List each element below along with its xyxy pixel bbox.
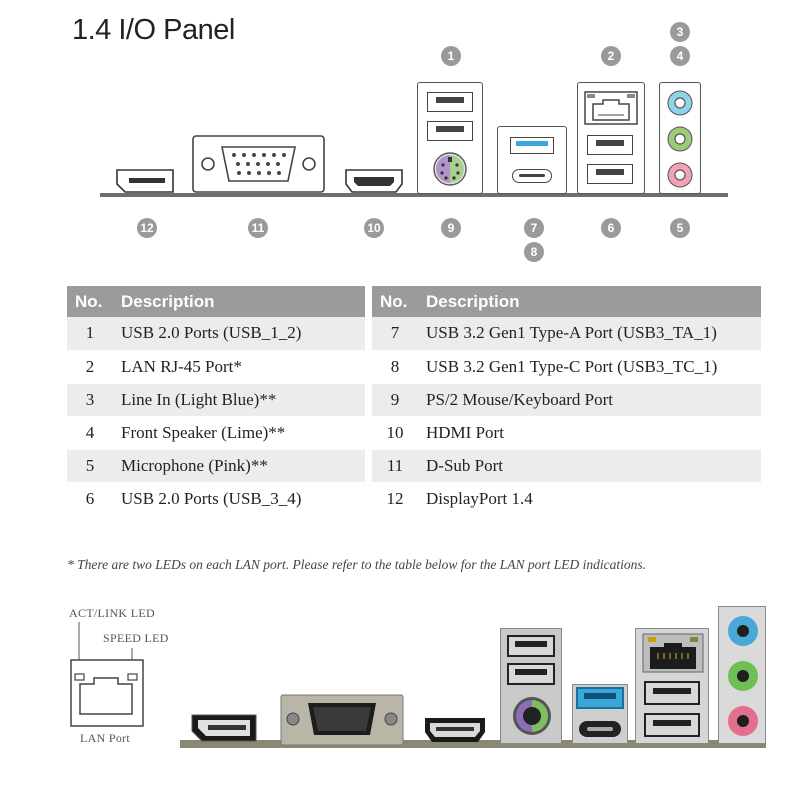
pcb-edge bbox=[180, 740, 766, 748]
usb3-stack bbox=[497, 126, 567, 194]
act-link-led-label: ACT/LINK LED bbox=[69, 606, 155, 620]
callout-6: 6 bbox=[601, 218, 621, 238]
cell-no: 5 bbox=[67, 449, 113, 483]
cell-no: 1 bbox=[67, 317, 113, 351]
footnote: * There are two LEDs on each LAN port. P… bbox=[67, 557, 646, 572]
cell-no: 10 bbox=[372, 416, 418, 450]
usb-2-port-icon bbox=[427, 121, 473, 141]
ps2-port-icon bbox=[433, 152, 467, 186]
callout-12: 12 bbox=[137, 218, 157, 238]
audio-jacks bbox=[659, 82, 701, 194]
callout-1: 1 bbox=[441, 46, 461, 66]
lan-port-icon bbox=[584, 91, 638, 125]
lan-port-caption: LAN Port bbox=[80, 731, 131, 745]
callout-8: 8 bbox=[524, 242, 544, 262]
usb-2-port-icon bbox=[644, 713, 700, 737]
displayport-icon bbox=[191, 714, 257, 742]
cell-no: 11 bbox=[372, 449, 418, 483]
column-header-no: No. bbox=[67, 286, 113, 317]
cell-description: DisplayPort 1.4 bbox=[418, 482, 761, 516]
displayport-icon bbox=[116, 169, 174, 193]
dsub-port-icon bbox=[280, 694, 404, 746]
cell-no: 7 bbox=[372, 317, 418, 351]
cell-no: 12 bbox=[372, 482, 418, 516]
usb-type-c-port-icon bbox=[579, 721, 621, 737]
audio-jacks bbox=[718, 606, 766, 744]
usb3-stack bbox=[572, 684, 628, 744]
cell-no: 2 bbox=[67, 350, 113, 384]
column-header-no: No. bbox=[372, 286, 418, 317]
usb-ps2-stack bbox=[417, 82, 483, 194]
hdmi-port-icon bbox=[425, 718, 485, 742]
usb3-type-a-port-icon bbox=[510, 137, 554, 154]
hdmi-port-icon bbox=[345, 169, 403, 193]
cell-no: 4 bbox=[67, 416, 113, 450]
cell-no: 6 bbox=[67, 482, 113, 516]
cell-description: USB 3.2 Gen1 Type-A Port (USB3_TA_1) bbox=[418, 317, 761, 351]
cell-description: LAN RJ-45 Port* bbox=[113, 350, 365, 384]
lan-usb-stack bbox=[635, 628, 709, 744]
panel-baseline bbox=[100, 193, 728, 197]
cell-description: D-Sub Port bbox=[418, 449, 761, 483]
usb-2-port-icon bbox=[587, 135, 633, 155]
callout-9: 9 bbox=[441, 218, 461, 238]
usb-ps2-stack bbox=[500, 628, 562, 744]
usb-2-port-icon bbox=[427, 92, 473, 112]
cell-description: HDMI Port bbox=[418, 416, 761, 450]
ps2-port-icon bbox=[513, 697, 551, 735]
cell-description: USB 2.0 Ports (USB_1_2) bbox=[113, 317, 365, 351]
callout-11: 11 bbox=[248, 218, 268, 238]
callout-2: 2 bbox=[601, 46, 621, 66]
lan-port-icon bbox=[642, 633, 704, 673]
lan-usb-stack bbox=[577, 82, 645, 194]
callout-5: 5 bbox=[670, 218, 690, 238]
callout-7: 7 bbox=[524, 218, 544, 238]
cell-no: 8 bbox=[372, 350, 418, 384]
usb-2-port-icon bbox=[507, 663, 555, 685]
audio-jack-icons bbox=[728, 616, 758, 736]
cell-description: PS/2 Mouse/Keyboard Port bbox=[418, 383, 761, 417]
dsub-port-icon bbox=[192, 135, 325, 193]
usb-type-c-port-icon bbox=[512, 169, 552, 183]
callout-4: 4 bbox=[670, 46, 690, 66]
column-header-description: Description bbox=[113, 286, 365, 317]
column-header-description: Description bbox=[418, 286, 761, 317]
usb-2-port-icon bbox=[507, 635, 555, 657]
cell-description: Front Speaker (Lime)** bbox=[113, 416, 365, 450]
callout-3: 3 bbox=[670, 22, 690, 42]
cell-description: USB 3.2 Gen1 Type-C Port (USB3_TC_1) bbox=[418, 350, 761, 384]
callout-10: 10 bbox=[364, 218, 384, 238]
cell-description: Microphone (Pink)** bbox=[113, 449, 365, 483]
page-title: 1.4 I/O Panel bbox=[72, 14, 235, 46]
cell-no: 3 bbox=[67, 383, 113, 417]
cell-description: USB 2.0 Ports (USB_3_4) bbox=[113, 482, 365, 516]
usb-2-port-icon bbox=[644, 681, 700, 705]
lan-led-port-icon bbox=[70, 622, 144, 727]
cell-no: 9 bbox=[372, 383, 418, 417]
usb-2-port-icon bbox=[587, 164, 633, 184]
audio-jack-icons bbox=[667, 90, 693, 188]
cell-description: Line In (Light Blue)** bbox=[113, 383, 365, 417]
usb3-type-a-port-icon bbox=[576, 687, 624, 709]
speed-led-label: SPEED LED bbox=[103, 631, 169, 645]
